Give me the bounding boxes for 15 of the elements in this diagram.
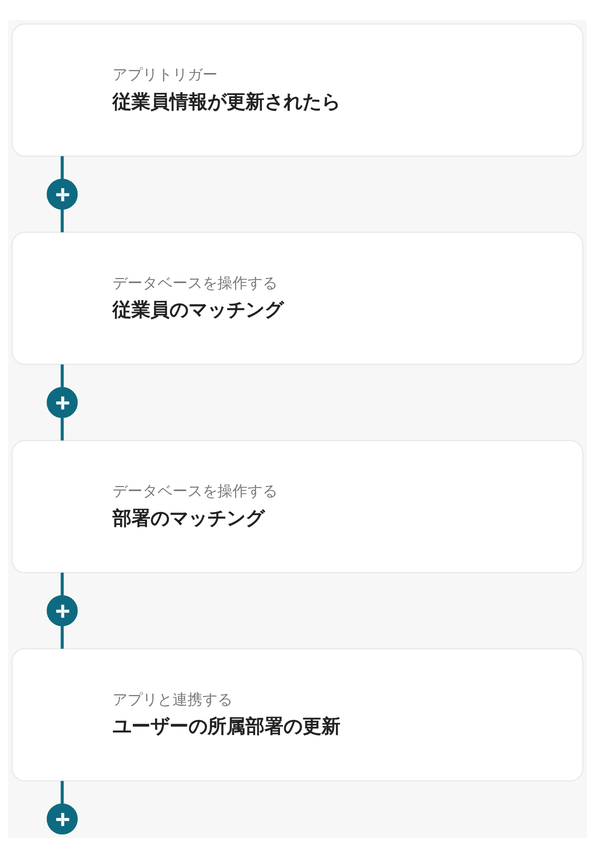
connector: [60, 572, 64, 596]
connector: [60, 418, 64, 441]
connector: [60, 156, 64, 179]
node-circle: [46, 803, 78, 834]
connector: [60, 364, 64, 388]
node-box: アプリトリガー 従業員情報が更新されたら: [12, 24, 584, 157]
connector: [60, 209, 64, 232]
connector: [60, 780, 64, 804]
node-box: データベースを操作する 部署のマッチング: [12, 440, 584, 574]
connector: [60, 626, 64, 649]
node-circle: [46, 595, 78, 626]
node-box: データベースを操作する 従業員のマッチング: [12, 232, 584, 365]
node-circle: [46, 178, 78, 210]
node-circle: [46, 386, 78, 418]
node-box: アプリと連携する ユーザーの所属部署の更新: [12, 648, 584, 782]
